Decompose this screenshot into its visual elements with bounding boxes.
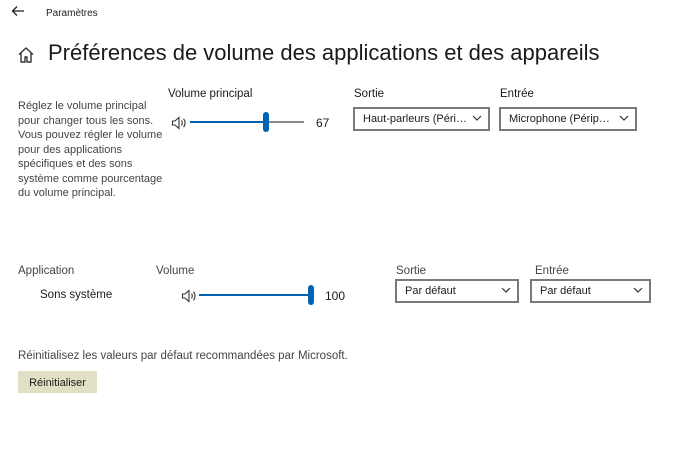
slider-thumb[interactable]	[263, 112, 270, 132]
reset-button[interactable]: Réinitialiser	[18, 371, 97, 393]
master-input-value: Microphone (Périp…	[509, 113, 610, 125]
master-volume-value: 67	[316, 116, 330, 130]
app-row-name: Sons système	[40, 289, 113, 301]
chevron-down-icon	[619, 115, 629, 121]
chevron-down-icon	[501, 287, 511, 293]
master-volume-label: Volume principal	[168, 88, 253, 100]
window-title: Paramètres	[46, 8, 98, 19]
master-output-dropdown[interactable]: Haut-parleurs (Péri…	[353, 107, 490, 131]
slider-thumb[interactable]	[308, 285, 314, 305]
system-sounds-input-dropdown[interactable]: Par défaut	[530, 279, 651, 303]
system-sounds-volume-slider[interactable]	[199, 285, 314, 305]
speaker-icon[interactable]	[171, 116, 187, 130]
master-input-label: Entrée	[500, 88, 534, 100]
system-sounds-volume-value: 100	[325, 289, 346, 303]
master-output-value: Haut-parleurs (Péri…	[363, 113, 467, 125]
master-volume-description: Réglez le volume principal pour changer …	[18, 100, 163, 199]
master-output-label: Sortie	[354, 88, 385, 100]
master-volume-slider[interactable]	[190, 112, 304, 132]
home-icon[interactable]	[16, 45, 36, 65]
back-arrow-icon[interactable]	[8, 4, 28, 22]
system-sounds-output-value: Par défaut	[405, 285, 456, 297]
system-sounds-input-value: Par défaut	[540, 285, 591, 297]
master-input-dropdown[interactable]: Microphone (Périp…	[499, 107, 637, 131]
speaker-icon[interactable]	[181, 289, 197, 303]
apps-header-output: Sortie	[396, 265, 427, 277]
page-title: Préférences de volume des applications e…	[48, 40, 600, 65]
apps-header-volume: Volume	[156, 265, 195, 277]
slider-fill	[199, 294, 314, 296]
apps-header-application: Application	[18, 265, 75, 277]
chevron-down-icon	[472, 115, 482, 121]
slider-fill	[190, 121, 267, 123]
apps-header-input: Entrée	[535, 265, 569, 277]
system-sounds-output-dropdown[interactable]: Par défaut	[395, 279, 519, 303]
chevron-down-icon	[633, 287, 643, 293]
reset-description: Réinitialisez les valeurs par défaut rec…	[18, 350, 348, 362]
